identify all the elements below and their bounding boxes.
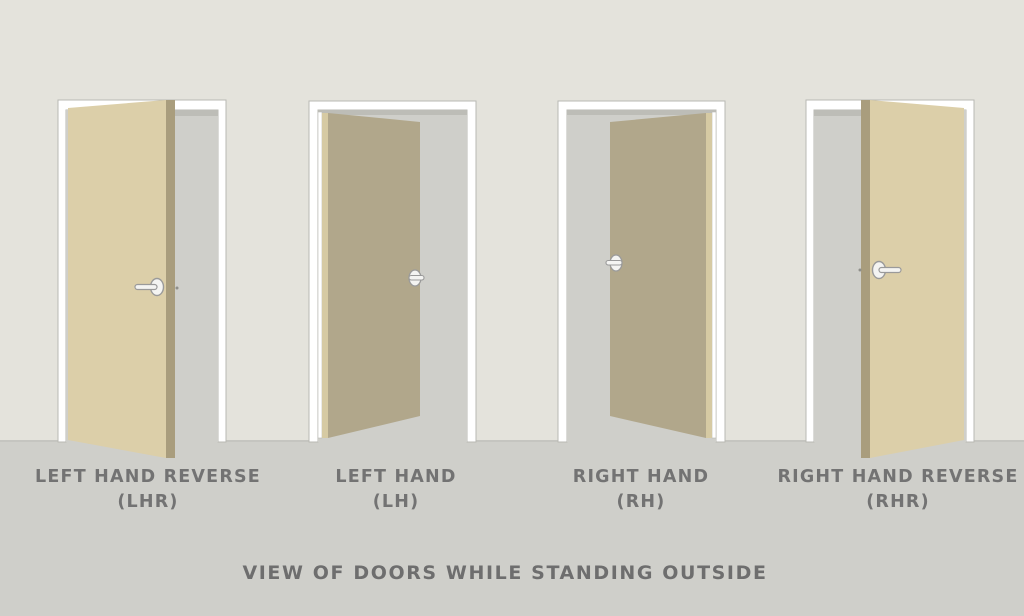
door-edge: [861, 100, 870, 458]
door-edge: [706, 113, 712, 438]
door-slab: [870, 100, 964, 458]
door-rh: [557, 100, 726, 443]
door-label-rh: RIGHT HAND (RH): [511, 465, 771, 515]
door-lhr: [57, 99, 227, 458]
door-lever: [408, 274, 425, 281]
door-label-lh: LEFT HAND (LH): [266, 465, 526, 515]
door-lever: [134, 283, 158, 291]
door-slab: [68, 100, 166, 458]
door-label-name: RIGHT HAND: [572, 467, 710, 487]
door-slab: [328, 113, 420, 438]
door-label-abbr: (LH): [372, 492, 420, 512]
door-label-rhr: RIGHT HAND REVERSE (RHR): [768, 465, 1024, 515]
opening-shadow: [567, 110, 716, 115]
opening-shadow: [175, 110, 218, 116]
door-label-abbr: (RH): [616, 492, 666, 512]
door-label-abbr: (RHR): [866, 492, 930, 512]
door-lever: [878, 266, 902, 274]
door-edge: [322, 113, 328, 438]
opening-shadow: [814, 110, 861, 116]
door-label-name: LEFT HAND: [335, 467, 457, 487]
door-label-abbr: (LHR): [117, 492, 179, 512]
door-label-name: LEFT HAND REVERSE: [35, 467, 261, 487]
diagram-caption: VIEW OF DOORS WHILE STANDING OUTSIDE: [242, 562, 768, 584]
door-stop: [317, 111, 323, 439]
door-rhr: [805, 99, 975, 458]
floor: [0, 440, 1024, 616]
door-lh: [308, 100, 477, 443]
door-edge: [166, 100, 175, 458]
opening-shadow: [318, 110, 467, 115]
door-label-name: RIGHT HAND REVERSE: [777, 467, 1019, 487]
door-slab: [610, 113, 706, 438]
door-label-lhr: LEFT HAND REVERSE (LHR): [18, 465, 278, 515]
door-lever: [605, 259, 623, 266]
door-hinge-dot: [175, 286, 179, 290]
door-hinge-dot: [858, 268, 862, 272]
door-stop: [711, 111, 717, 439]
